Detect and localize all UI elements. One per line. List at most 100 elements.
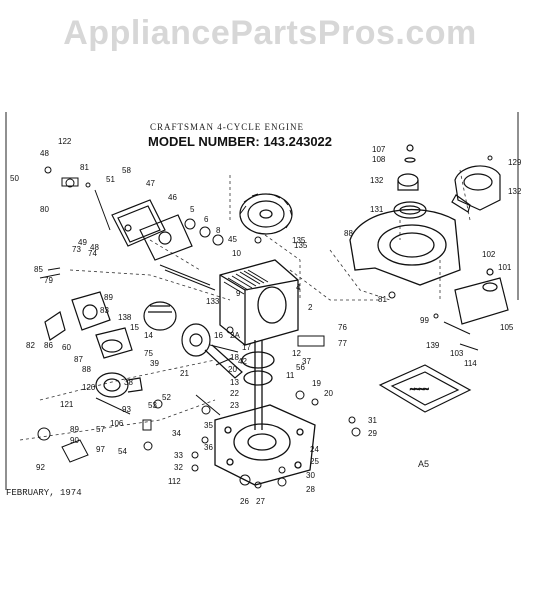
label-133: 133 [206, 297, 220, 306]
label-24: 24 [310, 445, 319, 454]
label-35: 35 [204, 421, 213, 430]
flywheel-part [239, 193, 293, 235]
label-13: 13 [230, 378, 239, 387]
label-5: 5 [190, 205, 195, 214]
label-122: 122 [58, 137, 72, 146]
label-54: 54 [118, 447, 127, 456]
recoil-starter-part [393, 144, 501, 219]
label-21: 21 [180, 369, 189, 378]
label-131: 131 [370, 205, 384, 214]
label-58: 58 [122, 166, 131, 175]
label-121: 121 [60, 400, 74, 409]
piston-assembly-part [143, 301, 243, 379]
label-50: 50 [10, 174, 19, 183]
label-99: 99 [420, 316, 429, 325]
label-11: 11 [286, 371, 295, 380]
label-105: 105 [500, 323, 514, 332]
carburetor-part [44, 291, 133, 359]
label-81: 81 [80, 163, 89, 172]
label-108: 108 [372, 155, 386, 164]
label-23: 23 [230, 401, 239, 410]
fuel-tank-part [454, 268, 509, 325]
label-139: 139 [426, 341, 440, 350]
label-20b: 20 [324, 389, 333, 398]
model-label: MODEL NUMBER: [148, 134, 260, 149]
label-27: 27 [256, 497, 265, 506]
label-2A: 2A [230, 331, 240, 340]
label-102: 102 [482, 250, 496, 259]
muffler-part [95, 372, 143, 398]
label-106: 106 [110, 419, 124, 428]
label-87: 87 [74, 355, 83, 364]
label-22: 22 [230, 389, 239, 398]
label-101: 101 [498, 263, 512, 272]
label-10: 10 [232, 249, 241, 258]
label-6: 6 [204, 215, 209, 224]
dashed-leader-lines [19, 169, 471, 441]
label-103: 103 [450, 349, 464, 358]
label-81b: 81 [378, 295, 387, 304]
label-107: 107 [372, 145, 386, 154]
label-34: 34 [172, 429, 181, 438]
label-76: 76 [338, 323, 347, 332]
label-31: 31 [368, 416, 377, 425]
publication-date: FEBRUARY, 1974 [6, 488, 82, 498]
label-48b: 48 [90, 243, 99, 252]
label-120: 120 [82, 383, 96, 392]
label-25: 25 [310, 457, 319, 466]
label-51: 51 [106, 175, 115, 184]
label-85: 85 [34, 265, 43, 274]
cylinder-head-part [111, 199, 193, 261]
label-90: 90 [70, 436, 79, 445]
label-92: 92 [36, 463, 45, 472]
label-19: 19 [312, 379, 321, 388]
brand-line: CRAFTSMAN 4-CYCLE ENGINE [150, 122, 305, 132]
label-4: 4 [296, 283, 301, 292]
label-53: 53 [148, 401, 157, 410]
label-12: 12 [292, 349, 301, 358]
blower-housing-part [349, 208, 461, 286]
label-33: 33 [174, 451, 183, 460]
label-86: 86 [44, 341, 53, 350]
part-callout-labels: 122 48 50 80 81 51 58 47 46 5 6 8 10 49 … [10, 137, 522, 506]
small-hardware-parts [37, 155, 493, 489]
label-29: 29 [368, 429, 377, 438]
label-75: 75 [144, 349, 153, 358]
label-132b: 132 [508, 187, 522, 196]
label-89: 89 [104, 293, 113, 302]
label-132: 132 [370, 176, 384, 185]
label-37: 37 [302, 357, 311, 366]
label-17: 17 [242, 343, 251, 352]
label-26: 26 [240, 497, 249, 506]
label-2: 2 [308, 303, 313, 312]
label-46: 46 [168, 193, 177, 202]
label-8: 8 [216, 226, 221, 235]
label-89b: 89 [70, 425, 79, 434]
label-9: 9 [236, 289, 241, 298]
label-74: 74 [88, 249, 97, 258]
label-88: 88 [82, 365, 91, 374]
label-39: 39 [150, 359, 159, 368]
label-47: 47 [146, 179, 155, 188]
model-number-line: MODEL NUMBER: 143.243022 [148, 134, 332, 149]
sheet-code: A5 [418, 459, 430, 469]
label-20: 20 [228, 365, 237, 374]
label-88b: 88 [344, 229, 353, 238]
svg-text:~~~~: ~~~~ [410, 385, 429, 394]
watermark-logo: AppliancePartsPros.com [63, 14, 477, 52]
label-57: 57 [96, 425, 105, 434]
label-49: 49 [78, 238, 87, 247]
label-42: 42 [238, 357, 247, 366]
label-30: 30 [306, 471, 315, 480]
label-135: 135 [294, 241, 308, 250]
label-48: 48 [40, 149, 49, 158]
label-73: 73 [72, 245, 81, 254]
label-138: 138 [118, 313, 132, 322]
label-129: 129 [508, 158, 522, 167]
label-112: 112 [168, 477, 181, 486]
label-45: 45 [228, 235, 237, 244]
label-36: 36 [204, 443, 213, 452]
label-28: 28 [306, 485, 315, 494]
label-135b: 135 [292, 236, 306, 245]
